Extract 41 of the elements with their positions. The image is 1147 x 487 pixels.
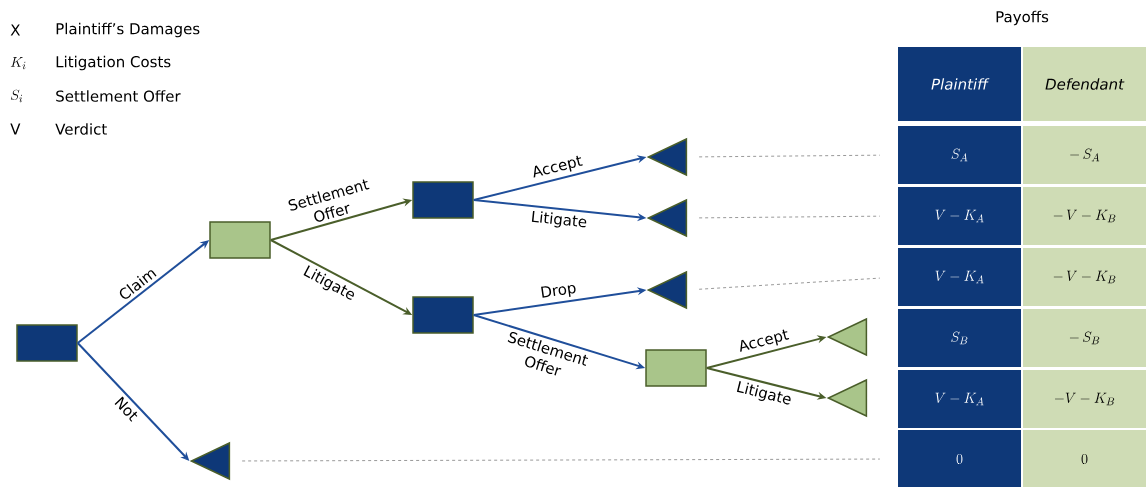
decision-box xyxy=(412,181,474,219)
payoff-cell: $V-K_{A}$ xyxy=(898,187,1021,245)
payoff-cell: $S_{B}$ xyxy=(898,309,1021,367)
edge-label: Litigate xyxy=(529,209,589,232)
payoff-cell: $V-K_{A}$ xyxy=(898,248,1021,306)
payoff-cell: $-V-K_{B}$ xyxy=(1023,370,1146,428)
legend-text: Settlement Offer xyxy=(56,90,181,102)
legend-text: Verdict xyxy=(55,123,107,135)
payoff-cell: $-\,V-K_{B}$ xyxy=(1023,248,1146,306)
payoff-cell: $-\,V-K_{B}$ xyxy=(1023,187,1146,245)
symbol-label: $K_{i}$ xyxy=(10,56,26,70)
decision-box xyxy=(645,349,707,387)
symbol-label: V xyxy=(10,123,21,135)
edge-label: Accept xyxy=(736,327,792,357)
node-label: $0$ xyxy=(1081,454,1088,464)
leader-line xyxy=(698,277,881,290)
payoff-cell: $0$ xyxy=(1023,430,1146,487)
edge-label: Accept xyxy=(529,153,586,182)
header-cell: Defendant xyxy=(1023,47,1146,121)
payoff-cell: $0$ xyxy=(898,430,1021,487)
leader-line xyxy=(241,458,881,462)
header-cell: Plaintiff xyxy=(898,47,1021,121)
legend-text: Litigation Costs xyxy=(56,55,171,71)
decision-box xyxy=(16,324,78,362)
payoff-cell: $-\,S_{B}$ xyxy=(1023,309,1146,367)
payoff-cell: $V-K_{A}$ xyxy=(898,370,1021,428)
decision-box xyxy=(209,221,271,259)
decision-box xyxy=(412,296,474,334)
payoff-cell: $S_{A}$ xyxy=(898,126,1021,184)
node-label: $V-K_{A}$ xyxy=(935,392,984,406)
leader-line xyxy=(698,215,881,219)
symbol-label: $S_{i}$ xyxy=(10,89,23,103)
edge-label: Drop xyxy=(538,280,579,303)
leader-line xyxy=(698,154,881,158)
legend-text: Plaintiff’s Damages xyxy=(56,22,200,38)
node-label: $-V-K_{B}$ xyxy=(1054,392,1115,406)
table-title: Payoffs xyxy=(996,10,1049,26)
edge-label: Litigate xyxy=(733,379,795,410)
symbol-label: X xyxy=(10,24,20,36)
node-label: $0$ xyxy=(956,454,963,464)
payoff-cell: $-\,S_{A}$ xyxy=(1023,126,1146,184)
